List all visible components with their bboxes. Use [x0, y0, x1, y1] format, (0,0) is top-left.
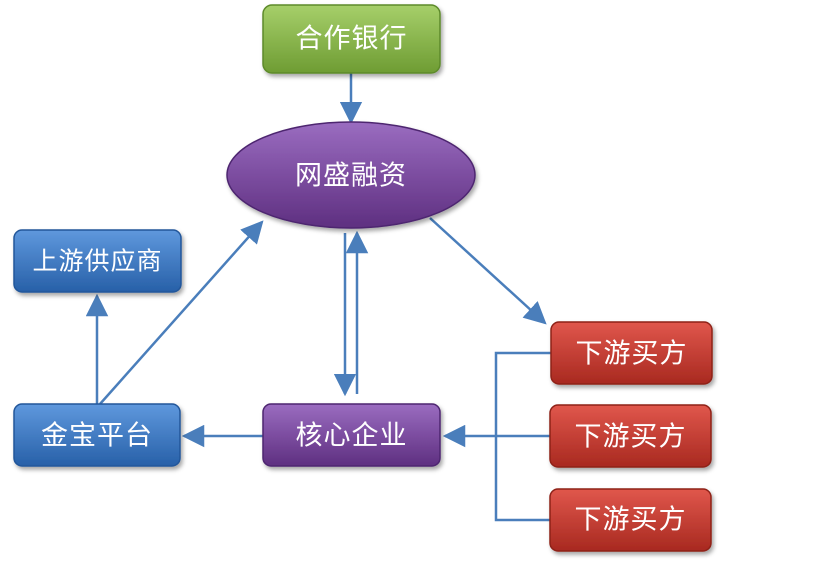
- edge-platform-to-finance: [99, 220, 264, 405]
- node-buyer-3-label: 下游买方: [575, 505, 687, 536]
- node-finance-label: 网盛融资: [295, 161, 407, 192]
- node-buyer-3-box: [549, 488, 712, 552]
- node-platform-box: [13, 403, 181, 467]
- node-supplier-box: [13, 229, 182, 293]
- node-supplier-label: 上游供应商: [32, 247, 162, 276]
- node-core[interactable]: 核心企业: [262, 403, 441, 467]
- node-bank-box: [262, 4, 441, 74]
- node-buyer-1-box: [550, 321, 713, 385]
- node-finance[interactable]: 网盛融资: [226, 121, 476, 229]
- node-buyer-1[interactable]: 下游买方: [550, 321, 713, 385]
- node-buyer-2-box: [549, 404, 712, 468]
- node-core-box: [262, 403, 441, 467]
- node-core-label: 核心企业: [296, 421, 408, 452]
- node-buyer-1-label: 下游买方: [576, 339, 688, 370]
- node-buyer-3[interactable]: 下游买方: [549, 488, 712, 552]
- node-supplier[interactable]: 上游供应商: [13, 229, 182, 293]
- edge-finance-to-buyer: [429, 217, 547, 325]
- node-bank[interactable]: 合作银行: [262, 4, 441, 74]
- node-platform[interactable]: 金宝平台: [13, 403, 181, 467]
- node-bank-label: 合作银行: [296, 24, 408, 55]
- node-buyer-2[interactable]: 下游买方: [549, 404, 712, 468]
- edges: [85, 73, 551, 522]
- node-platform-label: 金宝平台: [41, 421, 153, 452]
- node-buyer-2-label: 下游买方: [575, 422, 687, 453]
- node-finance-ellipse: [226, 121, 476, 229]
